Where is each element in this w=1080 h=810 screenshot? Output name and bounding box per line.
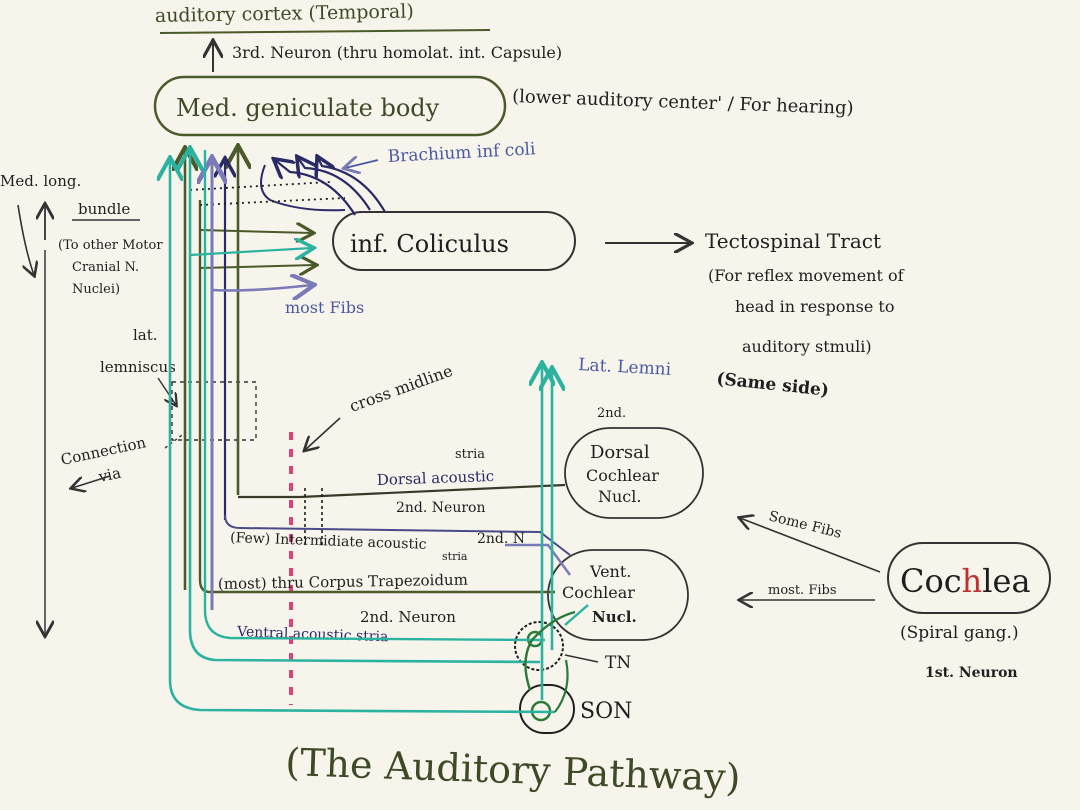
stria-label: stria bbox=[455, 447, 485, 462]
cochlea-label-c: lea bbox=[982, 562, 1030, 600]
second-n-label: 2nd. N bbox=[477, 531, 525, 547]
inf-coliculus-label: inf. Coliculus bbox=[350, 230, 509, 258]
dorsal-nucl-label-2: Cochlear bbox=[586, 466, 659, 485]
second-neuron-label-2: 2nd. Neuron bbox=[360, 608, 456, 626]
cochlea-label-b: h bbox=[962, 562, 983, 600]
vent-nucl-oval bbox=[547, 549, 689, 641]
vent-nucl-label-1: Vent. bbox=[589, 562, 631, 581]
lat-lemniscus-box bbox=[171, 381, 257, 441]
navy-to-brachium-2 bbox=[298, 158, 371, 211]
motor-label-3: Nuclei) bbox=[72, 282, 120, 297]
auditory-cortex-label: auditory cortex (Temporal) bbox=[155, 0, 414, 27]
third-neuron-label: 3rd. Neuron (thru homolat. int. Capsule) bbox=[232, 43, 562, 62]
connection-link bbox=[164, 431, 187, 449]
reflex-label-3: auditory stmuli) bbox=[742, 337, 872, 356]
dorsal-nucl-label-3: Nucl. bbox=[598, 487, 641, 506]
trapezoid-label: (most) thru Corpus Trapezoidum bbox=[218, 571, 468, 593]
lat-lemniscus-label-1: lat. bbox=[133, 326, 158, 344]
reflex-label-1: (For reflex movement of bbox=[708, 266, 905, 285]
cochlea-oval bbox=[887, 542, 1051, 614]
intermediate-stria-label: stria bbox=[442, 550, 468, 563]
motor-label-2: Cranial N. bbox=[72, 260, 139, 275]
navy-loop-1 bbox=[260, 164, 346, 212]
brachium-label: Brachium inf coli bbox=[387, 139, 536, 167]
cochlea-label-a: Coc bbox=[900, 562, 962, 600]
reflex-label-2: head in response to bbox=[735, 297, 894, 316]
vent-nucl-label-3: Nucl. bbox=[592, 608, 637, 626]
navy-to-brachium-3 bbox=[318, 158, 386, 213]
olive-dorsal-stria bbox=[238, 483, 566, 499]
same-side-label: (Same side) bbox=[715, 369, 829, 401]
teal-to-tn bbox=[564, 604, 589, 626]
dorsal-acoustic-label: Dorsal acoustic bbox=[377, 467, 495, 489]
med-geniculate-oval bbox=[153, 75, 507, 137]
vent-nucl-label-2: Cochlear bbox=[562, 583, 635, 602]
violet-second-n bbox=[505, 543, 571, 576]
cross-midline-arrow bbox=[305, 417, 341, 450]
dorsal-nucl-oval bbox=[564, 427, 704, 519]
teal-tract-mid bbox=[190, 150, 541, 664]
connection-label-1: Connection bbox=[59, 433, 148, 469]
son-blob bbox=[519, 684, 575, 734]
some-fibs-label: Some Fibs bbox=[767, 508, 843, 542]
caption: (The Auditory Pathway) bbox=[285, 740, 741, 800]
most-fibs-right-label: most. Fibs bbox=[768, 583, 837, 598]
dorsal-nucl-label-1: Dorsal bbox=[590, 442, 650, 463]
ventral-stria-label: Ventral acoustic stria bbox=[236, 624, 389, 645]
spiral-label: (Spiral gang.) bbox=[900, 623, 1019, 643]
some-fibs-arrow bbox=[740, 518, 881, 573]
navy-dotted-2 bbox=[199, 197, 346, 206]
tn-pointer bbox=[564, 654, 599, 663]
green-son-link-2 bbox=[554, 659, 569, 713]
teal-branch bbox=[189, 248, 312, 255]
connection-arrow bbox=[72, 475, 111, 488]
lower-center-label: (lower auditory center' / For hearing) bbox=[512, 86, 854, 119]
lat-lemni-same-label: Lat. Lemni bbox=[578, 355, 672, 380]
most-fibs-top-label: most Fibs bbox=[285, 298, 364, 317]
connection-label-2: via bbox=[96, 464, 123, 486]
first-neuron-label: 1st. Neuron bbox=[925, 665, 1018, 681]
olive-branch-2 bbox=[199, 265, 315, 268]
med-long-label-1: Med. long. bbox=[0, 172, 81, 190]
med-long-side-arrow bbox=[17, 204, 34, 275]
olive-trapezoid bbox=[198, 200, 555, 594]
teal-tract-outer bbox=[170, 160, 556, 714]
tn-blob bbox=[514, 621, 564, 671]
motor-label-1: (To other Motor bbox=[58, 238, 163, 253]
teal-tract-inner bbox=[203, 150, 546, 642]
cross-midline-label: cross midline bbox=[347, 361, 455, 416]
green-son-link bbox=[524, 610, 576, 691]
med-geniculate-label: Med. geniculate body bbox=[176, 94, 440, 122]
violet-branch bbox=[211, 285, 312, 290]
cochlea-label: Cochlea bbox=[900, 562, 1031, 600]
lat-lemniscus-label-2: lemniscus bbox=[100, 358, 176, 376]
tectospinal-label: Tectospinal Tract bbox=[705, 229, 881, 253]
lat-lemniscus-pointer bbox=[157, 377, 176, 405]
tn-label: TN bbox=[605, 653, 631, 673]
second-neuron-label-1: 2nd. Neuron bbox=[396, 500, 485, 516]
intermediate-label: (Few) Intermidiate acoustic bbox=[230, 530, 427, 553]
med-long-label-2: bundle bbox=[78, 200, 130, 218]
inf-coliculus-oval bbox=[332, 211, 576, 271]
olive-branch-1 bbox=[199, 230, 312, 233]
auditory-cortex-underline bbox=[159, 29, 491, 34]
son-label: SON bbox=[580, 699, 632, 724]
navy-intermediate bbox=[224, 514, 571, 556]
brachium-arrow bbox=[345, 160, 379, 168]
second-top-label: 2nd. bbox=[597, 406, 626, 421]
